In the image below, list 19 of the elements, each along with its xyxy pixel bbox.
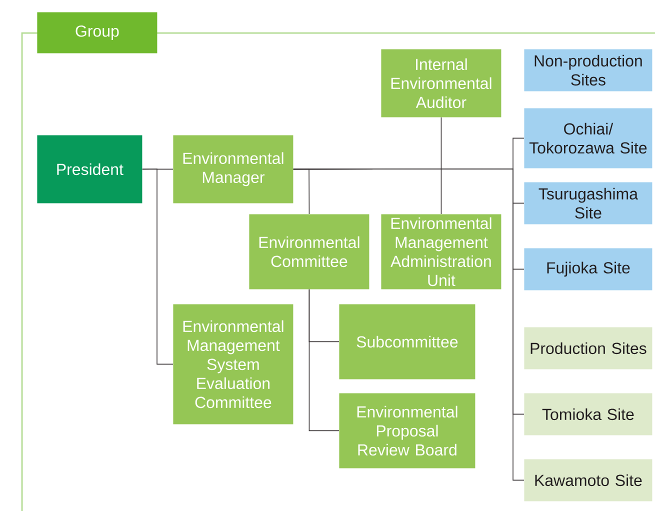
site-box: Tomioka Site bbox=[524, 393, 652, 436]
unit-box: Environmental Proposal Review Board bbox=[339, 393, 476, 468]
unit-box: Environmental Management Administration Unit bbox=[381, 214, 502, 290]
unit-box: Environmental Committee bbox=[249, 214, 370, 290]
unit-box: Subcommittee bbox=[339, 304, 476, 380]
site-box: Tsurugashima Site bbox=[524, 182, 652, 224]
connector-line bbox=[293, 168, 524, 481]
site-box: Ochiai/ Tokorozawa Site bbox=[524, 108, 652, 168]
category-box: Production Sites bbox=[524, 327, 652, 370]
connector-line bbox=[308, 289, 340, 432]
connector-line bbox=[440, 117, 442, 214]
connector-line bbox=[142, 168, 174, 365]
unit-box: Internal Environmental Auditor bbox=[381, 49, 502, 118]
site-box: Fujioka Site bbox=[524, 248, 652, 290]
site-box: Kawamoto Site bbox=[524, 459, 652, 502]
president-box: President bbox=[37, 135, 142, 204]
unit-box: Environmental Manager bbox=[173, 135, 294, 204]
category-box: Non-production Sites bbox=[524, 49, 652, 92]
unit-box: Environmental Management System Evaluation Committee bbox=[173, 304, 294, 424]
